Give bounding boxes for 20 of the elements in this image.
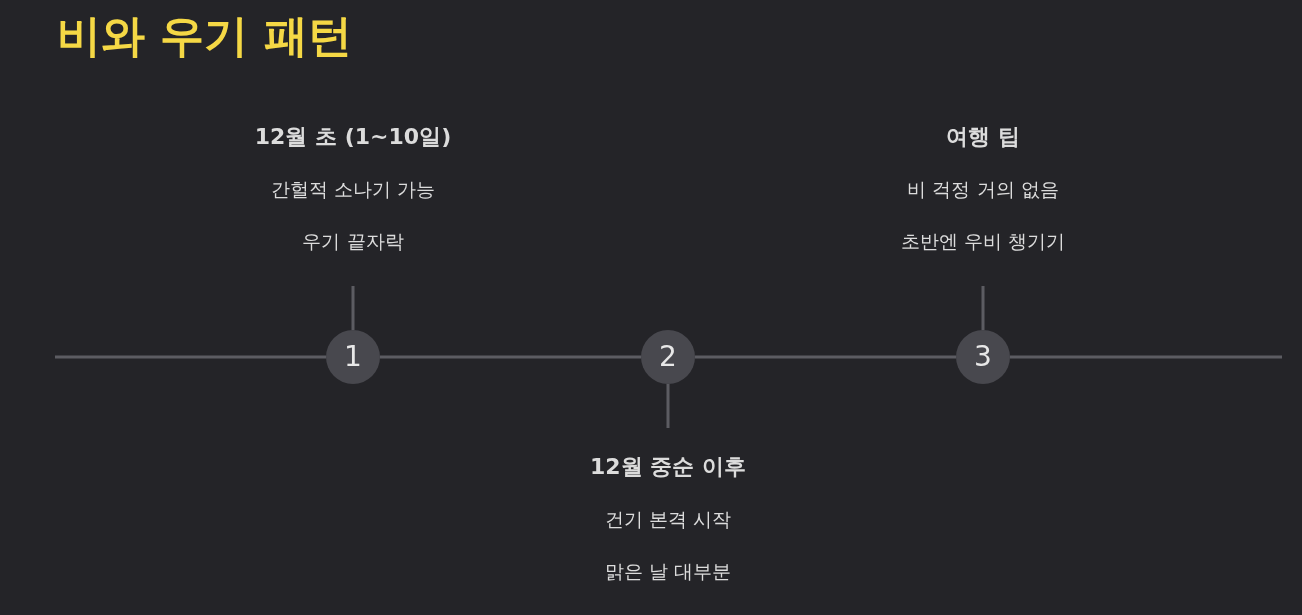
note-text: 간헐적 소나기 가능	[270, 177, 436, 202]
note-text: 비 걱정 거의 없음	[907, 177, 1059, 202]
heading: 여행 팁	[946, 123, 1020, 151]
heading: 12월 중순 이후	[590, 453, 746, 481]
number-circle: 1	[326, 330, 380, 384]
timeline-line	[55, 355, 326, 359]
connector-line	[666, 384, 670, 428]
title: 비와 우기 패턴	[57, 9, 352, 63]
timeline-line	[380, 355, 641, 359]
note-text: 우기 끝자락	[302, 229, 404, 254]
connector-line	[351, 286, 355, 330]
note-text: 초반엔 우비 챙기기	[900, 229, 1066, 254]
heading: 12월 초 (1~10일)	[254, 123, 452, 151]
number-circle: 3	[956, 330, 1010, 384]
timeline-line	[1010, 355, 1282, 359]
number-circle: 2	[641, 330, 695, 384]
note-text: 맑은 날 대부분	[604, 559, 732, 584]
note-text: 건기 본격 시작	[604, 507, 732, 532]
connector-line	[981, 286, 985, 330]
timeline-line	[695, 355, 956, 359]
